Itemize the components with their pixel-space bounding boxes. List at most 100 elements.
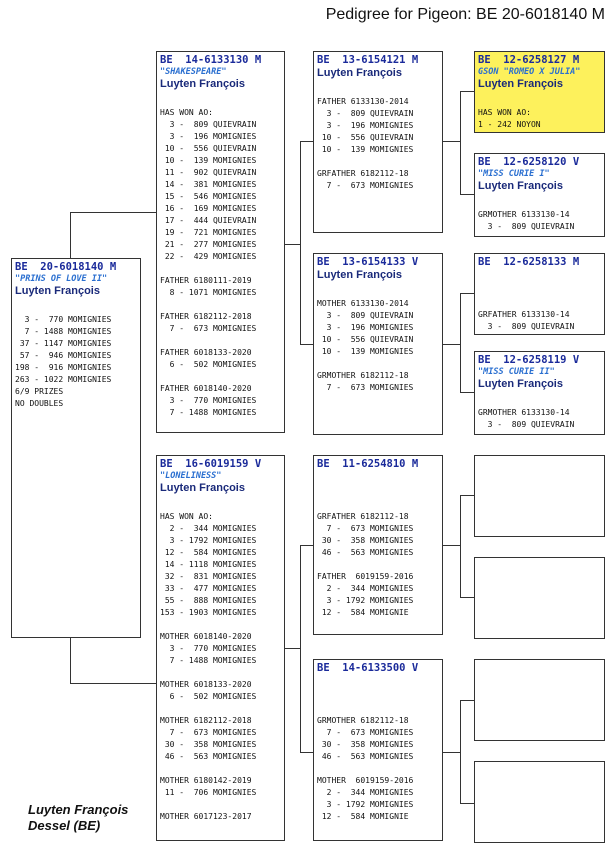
connector-line: [70, 637, 71, 683]
result-line: [317, 156, 439, 168]
result-line: [478, 297, 601, 309]
connector-line: [70, 212, 71, 258]
result-lines: HAS WON AO: 3 - 809 QUIEVRAIN 3 - 196 MO…: [160, 95, 281, 419]
result-line: MOTHER 6019159-2016: [317, 776, 414, 785]
result-line: FATHER 6133130-2014: [317, 97, 409, 106]
result-line: MOTHER 6017123-2017: [160, 812, 252, 821]
result-lines: FATHER 6133130-2014 3 - 809 QUIEVRAIN 3 …: [317, 84, 439, 192]
result-line: [160, 763, 281, 775]
result-line: 55 - 888 MOMIGNIES: [160, 596, 257, 605]
result-line: 1 - 242 NOYON: [478, 120, 541, 129]
result-line: NO DOUBLES: [15, 399, 64, 408]
result-line: 7 - 673 MOMIGNIES: [317, 181, 414, 190]
connector-line: [460, 495, 461, 598]
result-line: FATHER 6019159-2016: [317, 572, 414, 581]
footer-breeder-name: Luyten François: [28, 802, 129, 817]
result-line: 3 - 1792 MOMIGNIES: [317, 596, 414, 605]
result-line: [478, 197, 601, 209]
result-line: [160, 619, 281, 631]
ring-number: BE 13-6154121 M: [317, 54, 419, 66]
page-title: Pedigree for Pigeon: BE 20-6018140 M: [325, 6, 605, 23]
result-line: GRMOTHER 6182112-18: [317, 371, 409, 380]
result-line: [160, 799, 281, 811]
connector-line: [442, 545, 460, 546]
result-line: FATHER 6018140-2020: [160, 384, 252, 393]
result-line: 16 - 169 MOMIGNIES: [160, 204, 257, 213]
result-line: [317, 286, 439, 298]
result-line: [317, 475, 439, 487]
pedigree-card-subject: BE 20-6018140 M"PRINS OF LOVE II"Luyten …: [11, 258, 141, 638]
result-line: 7 - 1488 MOMIGNIES: [15, 327, 112, 336]
result-line: [160, 667, 281, 679]
connector-line: [284, 244, 300, 245]
ring-number: BE 12-6258120 V: [478, 156, 580, 168]
result-line: 6 - 502 MOMIGNIES: [160, 692, 257, 701]
result-line: 12 - 584 MOMIGNIES: [160, 548, 257, 557]
result-line: 7 - 1488 MOMIGNIES: [160, 408, 257, 417]
result-lines: GRMOTHER 6133130-14 3 - 809 QUIEVRAIN: [478, 395, 601, 431]
result-line: 33 - 477 MOMIGNIES: [160, 584, 257, 593]
ring-number: BE 11-6254810 M: [317, 458, 419, 470]
result-line: 7 - 673 MOMIGNIES: [317, 728, 414, 737]
pedigree-card-sire-dam-dam: BE 12-6258119 V"MISS CURIE II"Luyten Fra…: [474, 351, 605, 435]
result-line: 3 - 770 MOMIGNIES: [160, 396, 257, 405]
ring-number: BE 13-6154133 V: [317, 256, 419, 268]
result-line: [478, 273, 601, 285]
result-line: 2 - 344 MOMIGNIES: [317, 584, 414, 593]
result-line: [317, 679, 439, 691]
result-line: 6 - 502 MOMIGNIES: [160, 360, 257, 369]
connector-line: [460, 597, 474, 598]
connector-line: [460, 392, 474, 393]
result-line: 21 - 277 MOMIGNIES: [160, 240, 257, 249]
result-line: [317, 703, 439, 715]
result-line: HAS WON AO:: [160, 108, 213, 117]
result-line: [317, 499, 439, 511]
result-line: [160, 95, 281, 107]
result-line: [317, 487, 439, 499]
result-line: HAS WON AO:: [160, 512, 213, 521]
connector-line: [460, 700, 474, 701]
result-line: 10 - 556 QUIEVRAIN: [317, 133, 414, 142]
result-line: 263 - 1022 MOMIGNIES: [15, 375, 112, 384]
result-line: 37 - 1147 MOMIGNIES: [15, 339, 112, 348]
breeder-name: Luyten François: [160, 482, 245, 494]
result-line: [317, 84, 439, 96]
result-line: [317, 691, 439, 703]
result-line: 22 - 429 MOMIGNIES: [160, 252, 257, 261]
footer-location: Dessel (BE): [28, 818, 101, 833]
result-line: 30 - 358 MOMIGNIES: [160, 740, 257, 749]
result-line: GRFATHER 6182112-18: [317, 169, 409, 178]
result-line: 10 - 556 QUIEVRAIN: [317, 335, 414, 344]
result-line: 14 - 1118 MOMIGNIES: [160, 560, 257, 569]
result-line: 12 - 584 MOMIGNIE: [317, 608, 409, 617]
breeder-name: Luyten François: [478, 378, 563, 390]
result-line: [478, 95, 601, 107]
result-line: [160, 263, 281, 275]
breeder-name: Luyten François: [317, 67, 402, 79]
result-line: 11 - 706 MOMIGNIES: [160, 788, 257, 797]
pedigree-card-sire-sire-dam: BE 12-6258120 V"MISS CURIE I"Luyten Fran…: [474, 153, 605, 237]
result-line: 10 - 556 QUIEVRAIN: [160, 144, 257, 153]
result-line: GRMOTHER 6133130-14: [478, 408, 570, 417]
connector-line: [460, 194, 474, 195]
result-line: 198 - 916 MOMIGNIES: [15, 363, 112, 372]
result-line: 3 - 1792 MOMIGNIES: [317, 800, 414, 809]
result-line: MOTHER 6182112-2018: [160, 716, 252, 725]
result-line: [317, 559, 439, 571]
result-line: [160, 371, 281, 383]
result-line: [15, 302, 137, 314]
connector-line: [70, 212, 156, 213]
result-line: 3 - 809 QUIEVRAIN: [478, 222, 575, 231]
result-line: MOTHER 6018140-2020: [160, 632, 252, 641]
pedigree-card-dam-dam-dam: [474, 761, 605, 843]
result-lines: HAS WON AO:1 - 242 NOYON: [478, 95, 601, 131]
result-line: 3 - 809 QUIEVRAIN: [317, 311, 414, 320]
connector-line: [442, 752, 460, 753]
result-line: [478, 285, 601, 297]
pedigree-card-dam-dam-sire: [474, 659, 605, 741]
result-line: 7 - 673 MOMIGNIES: [317, 383, 414, 392]
breeder-name: Luyten François: [478, 78, 563, 90]
